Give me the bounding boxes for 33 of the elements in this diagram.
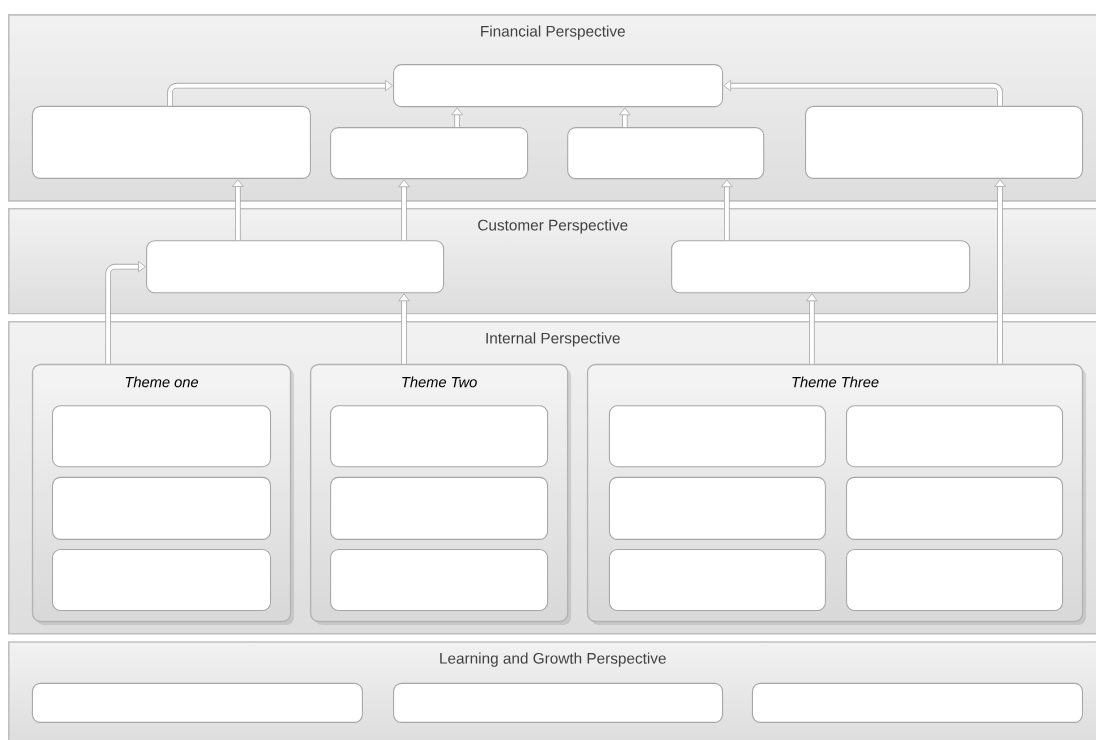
objective-box: [330, 127, 529, 180]
objective-box: [330, 405, 549, 468]
objective-box: [751, 682, 1083, 723]
objective-box: [330, 548, 549, 611]
objective-box: [846, 405, 1064, 468]
objective-box: [608, 405, 826, 468]
arrow: [806, 293, 818, 364]
arrow: [398, 293, 410, 364]
arrow: [105, 260, 146, 364]
arrow: [994, 179, 1006, 364]
objective-box: [846, 476, 1064, 540]
objective-box: [330, 476, 549, 540]
arrow: [723, 79, 1003, 106]
objective-box: [52, 476, 272, 540]
objective-box: [393, 682, 724, 723]
objective-box: [608, 476, 826, 540]
arrow: [167, 79, 393, 106]
objective-box: [567, 127, 765, 180]
arrow: [232, 179, 244, 241]
objective-box: [671, 240, 971, 294]
objective-box: [846, 548, 1064, 611]
objective-box: [146, 240, 445, 294]
arrow: [619, 107, 631, 128]
objective-box: [608, 548, 826, 611]
objective-box: [52, 548, 272, 611]
objective-box: [393, 64, 724, 108]
objective-box: [31, 105, 311, 179]
arrow: [451, 107, 463, 128]
arrow: [398, 179, 410, 241]
objective-box: [805, 105, 1084, 179]
arrow: [721, 179, 733, 241]
objective-box: [31, 682, 363, 723]
objective-box: [52, 405, 272, 468]
